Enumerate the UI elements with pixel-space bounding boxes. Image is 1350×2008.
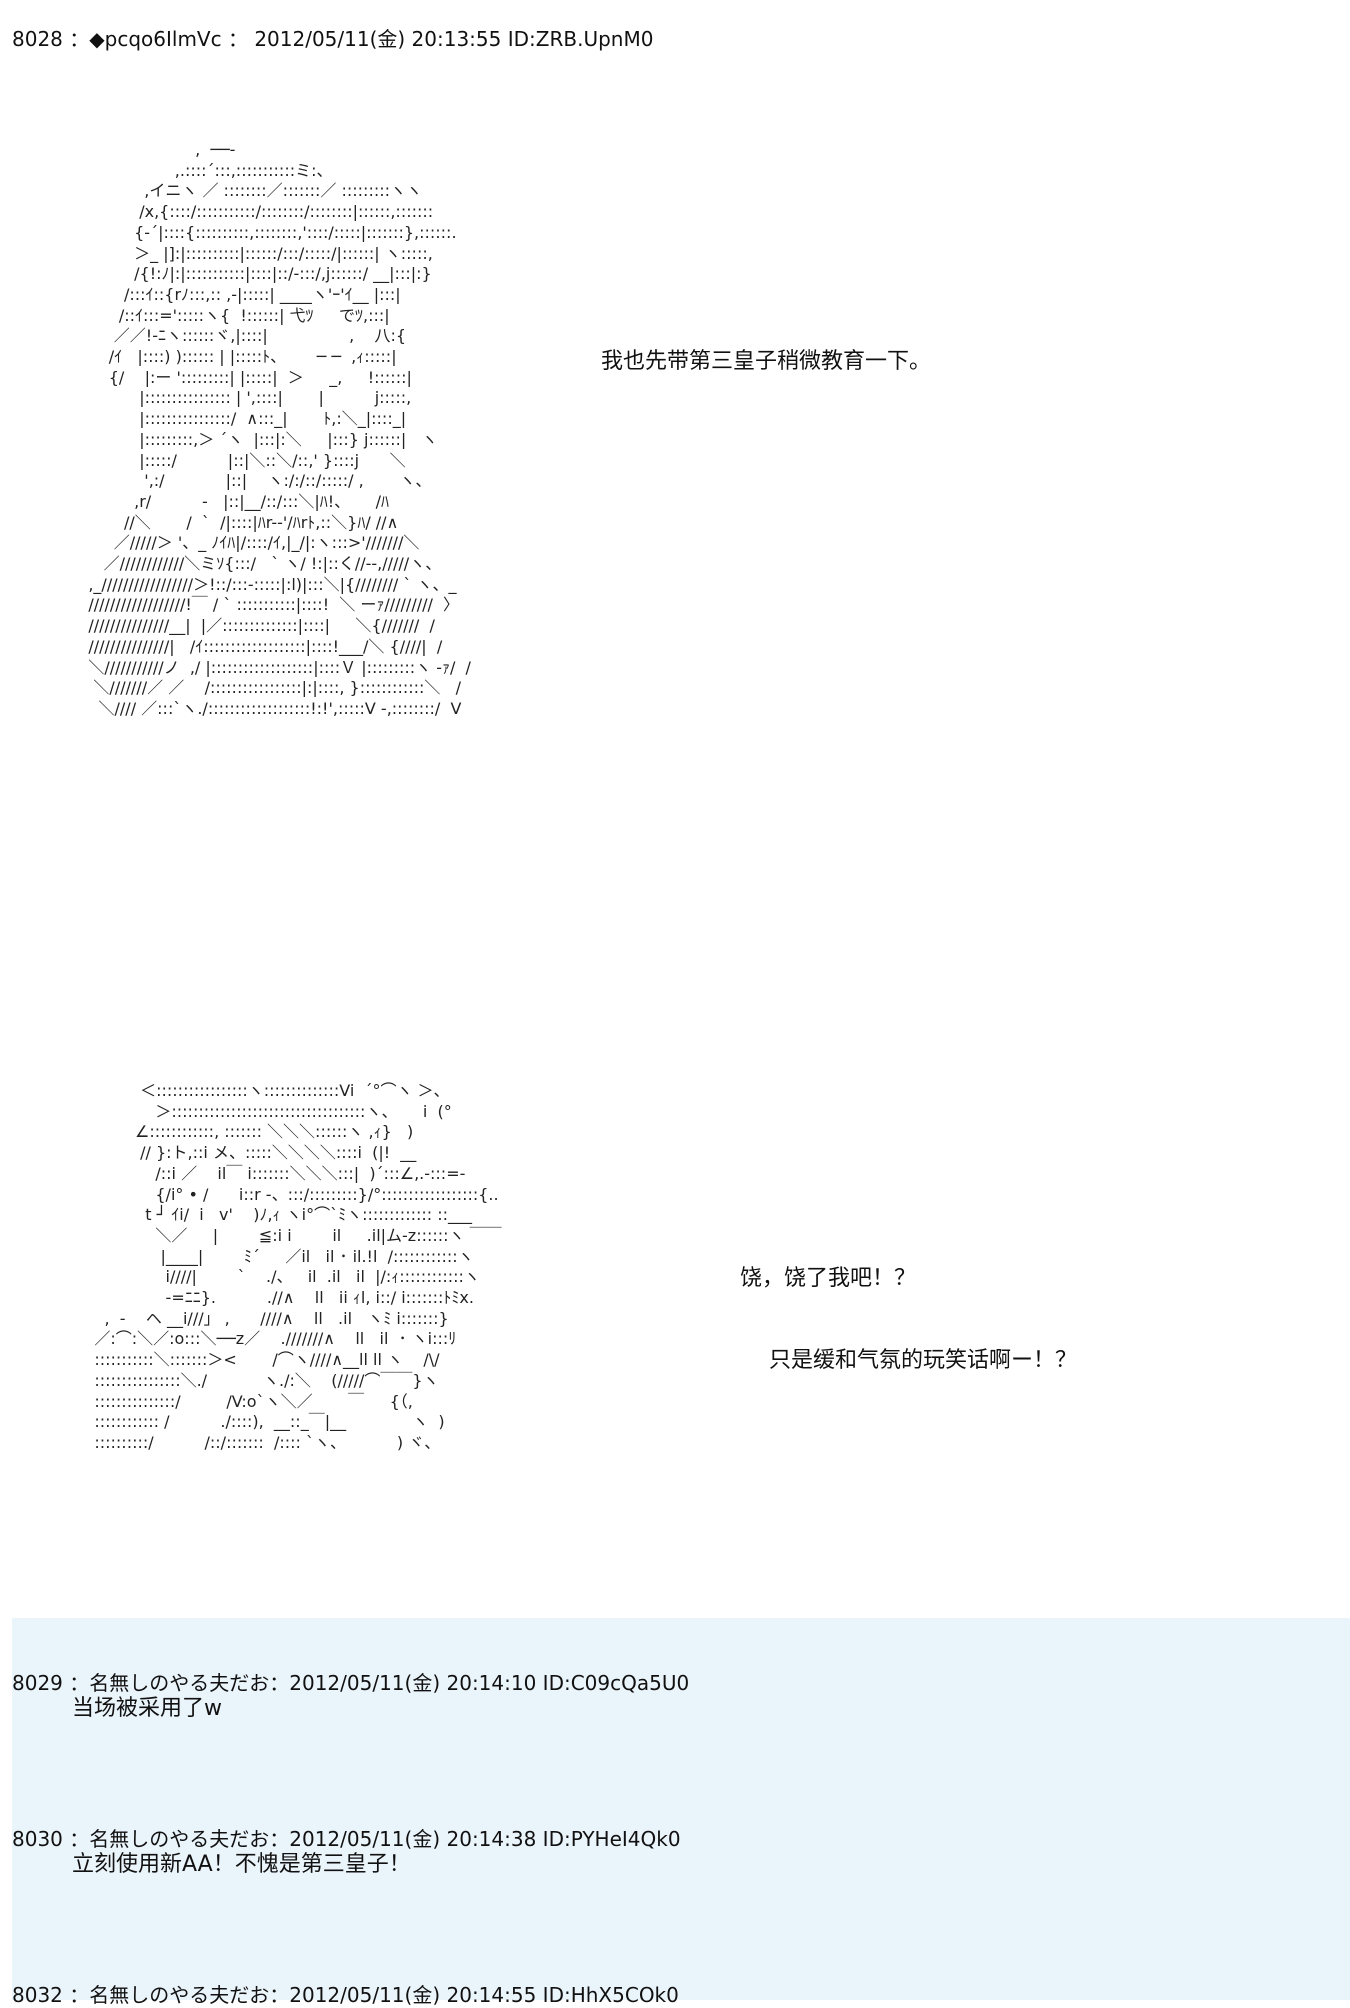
ascii-art-figure-2: ＜:::::::::::::::::ヽ::::::::::::::Vi ´°⌒ヽ… xyxy=(94,1081,502,1452)
post-8030-header: 8030 ：名無しのやる夫だお：2012/05/11(金) 20:14:38 I… xyxy=(12,1827,681,1851)
dialog-line-1: 我也先带第三皇子稍微教育一下。 xyxy=(601,349,932,374)
post-8030-body: 立刻使用新AA！不愧是第三皇子！ xyxy=(72,1852,411,1877)
ascii-art-figure-1: , ──- ,.::::´:::,:::::::::::ミ:、 ,イニヽ ／ :… xyxy=(88,140,471,718)
post-8028: 8028 ：◆pcqo6IlmVc ： 2012/05/11(金) 20:13:… xyxy=(12,27,1078,1452)
post-8032-header: 8032 ：名無しのやる夫だお：2012/05/11(金) 20:14:55 I… xyxy=(12,1983,679,2007)
dialog-line-3: 只是缓和气氛的玩笑话啊ー！？ xyxy=(769,1348,1078,1373)
dialog-line-2: 饶，饶了我吧！？ xyxy=(740,1266,917,1291)
reply-posts: 8029 ：名無しのやる夫だお：2012/05/11(金) 20:14:10 I… xyxy=(12,1618,1350,2007)
post-8029-header: 8029 ：名無しのやる夫だお：2012/05/11(金) 20:14:10 I… xyxy=(12,1671,690,1695)
post-header: 8028 ：◆pcqo6IlmVc ： 2012/05/11(金) 20:13:… xyxy=(12,27,654,51)
post-8029-body: 当场被采用了w xyxy=(72,1696,222,1721)
